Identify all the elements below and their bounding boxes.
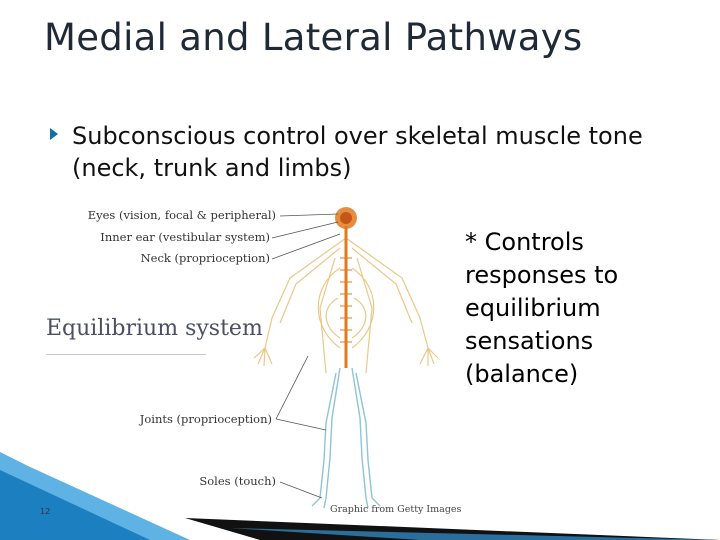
slide-title: Medial and Lateral Pathways: [44, 16, 583, 59]
side-note: * Controls responses to equilibrium sens…: [465, 228, 619, 388]
equilibrium-system-title: Equilibrium system: [46, 316, 263, 341]
label-neck: Neck (proprioception): [140, 251, 270, 265]
equilibrium-figure: Eyes (vision, focal & peripheral) Inner …: [40, 198, 462, 520]
title-underline: [46, 354, 206, 355]
page-number: 12: [40, 507, 51, 516]
label-inner-ear: Inner ear (vestibular system): [100, 230, 270, 244]
label-soles: Soles (touch): [199, 474, 276, 488]
bullet-text: Subconscious control over skeletal muscl…: [72, 122, 643, 182]
triangle-bullet-icon: [50, 128, 58, 140]
label-eyes: Eyes (vision, focal & peripheral): [87, 208, 276, 222]
nervous-system-illustration: [253, 207, 439, 509]
image-credit: Graphic from Getty Images: [330, 504, 462, 515]
label-joints: Joints (proprioception): [139, 412, 272, 426]
